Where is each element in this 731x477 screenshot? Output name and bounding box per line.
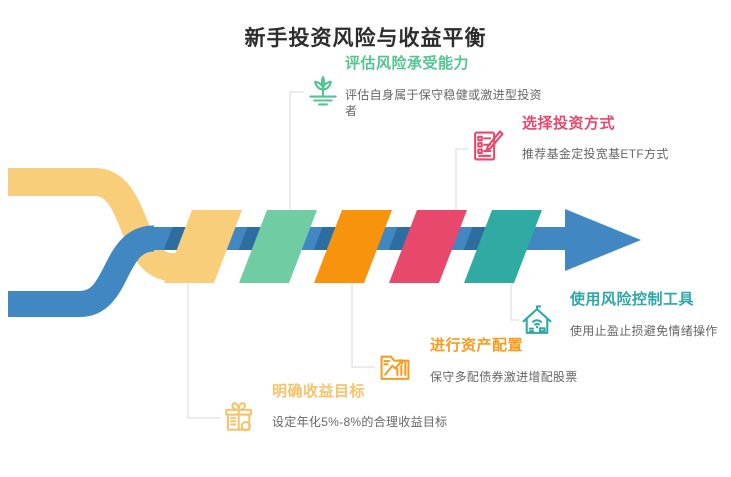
checklist-pencil-icon bbox=[468, 127, 506, 170]
step-description: 评估自身属于保守稳健或激进型投资者 bbox=[345, 88, 542, 118]
gift-icon bbox=[220, 398, 258, 441]
fold-shadow-5 bbox=[463, 227, 486, 250]
step-callout-profit-goal: 明确收益目标 设定年化5%-8%的合理收益目标 bbox=[218, 380, 468, 432]
connector-bottom-right bbox=[510, 283, 519, 321]
step-title: 进行资产配置 bbox=[430, 337, 524, 354]
step-title: 评估风险承受能力 bbox=[345, 55, 470, 72]
connector-bottom-left bbox=[187, 283, 220, 419]
fold-shadow-4 bbox=[388, 227, 411, 250]
fold-shadow-1 bbox=[163, 227, 186, 250]
step-title: 使用风险控制工具 bbox=[570, 291, 695, 308]
step-description: 使用止盈止损避免情绪操作 bbox=[570, 324, 718, 338]
shaft-fold-shadows bbox=[163, 227, 486, 250]
flow-chevron-4 bbox=[389, 210, 467, 283]
step-callout-invest-method: 选择投资方式 推荐基金定投宽基ETF方式 bbox=[466, 112, 696, 162]
page-title: 新手投资风险与收益平衡 bbox=[244, 27, 487, 50]
callout-connectors bbox=[187, 91, 519, 419]
flow-chevron-3 bbox=[314, 210, 392, 283]
entry-band-blue bbox=[8, 225, 156, 317]
step-description: 设定年化5%-8%的合理收益目标 bbox=[272, 415, 448, 429]
flow-chevrons bbox=[164, 210, 542, 283]
smart-home-icon bbox=[518, 302, 556, 345]
connector-bottom-middle bbox=[351, 283, 375, 368]
step-callout-asset-allocation: 进行资产配置 保守多配债券激进增配股票 bbox=[374, 334, 614, 385]
step-title: 选择投资方式 bbox=[522, 115, 616, 132]
flow-chevron-1 bbox=[164, 210, 242, 283]
flow-chevron-2 bbox=[239, 210, 317, 283]
sprout-icon bbox=[304, 72, 342, 115]
step-callout-risk-tolerance: 评估风险承受能力 评估自身属于保守稳健或激进型投资者 bbox=[302, 52, 572, 119]
entry-band-yellow bbox=[8, 168, 190, 281]
fold-shadow-3 bbox=[313, 227, 336, 250]
connector-top-left bbox=[289, 91, 304, 211]
fold-shadow-2 bbox=[238, 227, 261, 250]
step-title: 明确收益目标 bbox=[272, 383, 366, 400]
flow-chevron-5 bbox=[464, 210, 542, 283]
connector-top-right bbox=[455, 148, 468, 211]
step-description: 保守多配债券激进增配股票 bbox=[430, 370, 578, 384]
folder-chart-icon bbox=[376, 348, 414, 391]
step-callout-risk-control-tools: 使用风险控制工具 使用止盈止损避免情绪操作 bbox=[516, 288, 731, 339]
step-description: 推荐基金定投宽基ETF方式 bbox=[522, 147, 669, 161]
arrow-head bbox=[565, 209, 641, 271]
